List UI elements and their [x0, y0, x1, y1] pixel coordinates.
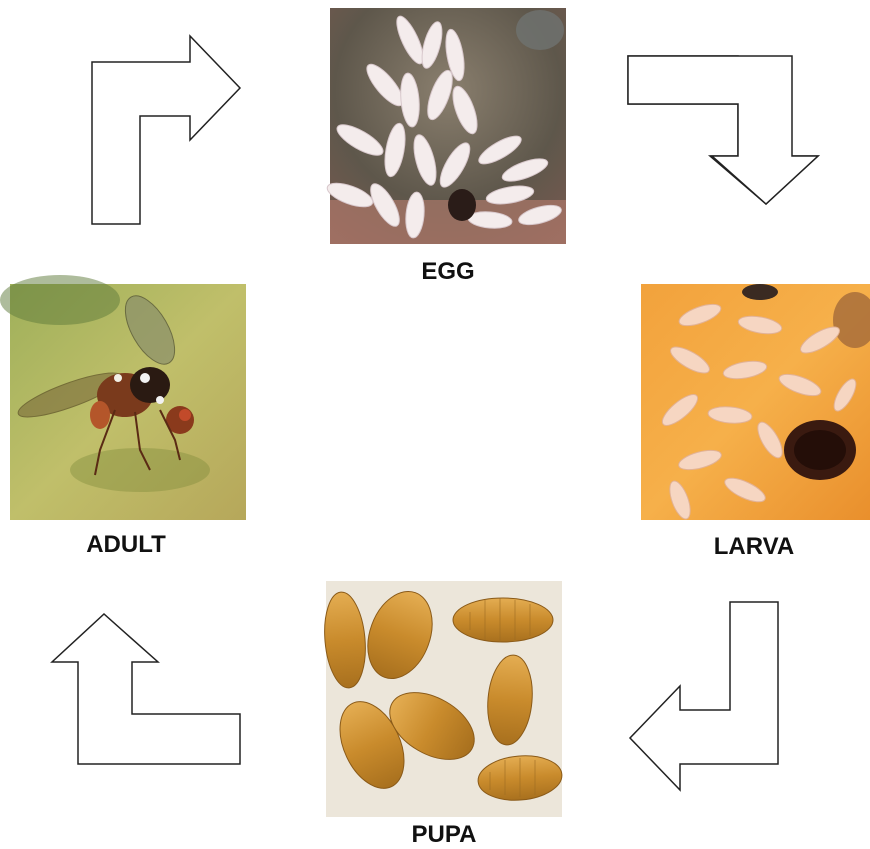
adult-label: ADULT — [86, 531, 166, 558]
arrow-adult-to-egg — [92, 36, 240, 224]
egg-photo — [324, 8, 566, 244]
larva-label: LARVA — [714, 533, 794, 560]
pupa-photo — [321, 581, 564, 817]
pupa-label: PUPA — [412, 821, 477, 848]
arrow-larva-to-pupa — [630, 602, 778, 790]
egg-label: EGG — [421, 258, 474, 285]
arrow-pupa-to-adult — [52, 614, 240, 764]
larva-photo — [641, 284, 870, 522]
adult-photo — [0, 275, 246, 520]
arrow-egg-to-larva — [628, 56, 818, 204]
